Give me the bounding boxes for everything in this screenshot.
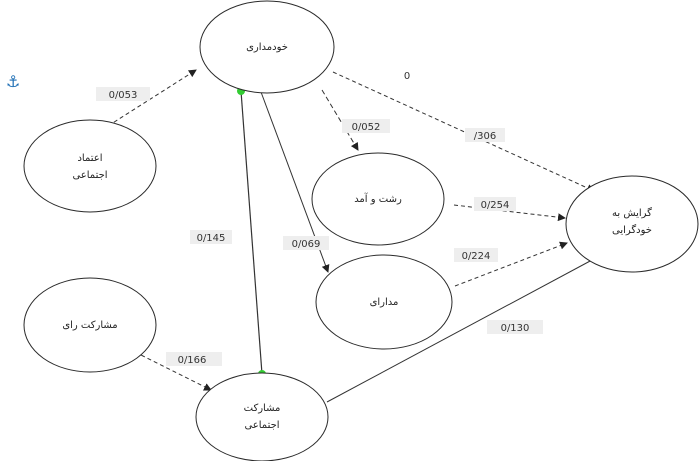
svg-text:0/145: 0/145	[197, 233, 226, 244]
edge-label-trust-to-self: 0/053	[96, 87, 150, 101]
node-label: خودگرایی	[612, 224, 652, 236]
svg-text:/306: /306	[474, 131, 496, 142]
node-label: رشت و آمد	[354, 192, 402, 205]
edge-label-self-to-tendency-zero: 0	[404, 71, 410, 82]
edge-label-smallpart-to-participation: 0/166	[166, 352, 222, 366]
edge-label-self-to-tendency: /306	[465, 128, 505, 142]
node-label: مدارای	[370, 297, 399, 308]
node-label: خودمداری	[246, 42, 288, 53]
node-label: اجتماعی	[244, 420, 279, 431]
node-label: گرایش به	[612, 207, 652, 219]
edge-trust-to-self	[107, 69, 197, 127]
node-label: مشارکت رای	[62, 320, 117, 331]
edge-self-to-tendency	[332, 71, 595, 192]
edge-income-to-tendency	[453, 204, 566, 222]
node-label: مشارکت	[244, 403, 281, 414]
svg-text:0/069: 0/069	[292, 239, 321, 250]
node-social-participation[interactable]: مشارکت اجتماعی	[195, 372, 329, 461]
edge-tolerance-to-tendency	[454, 241, 568, 287]
node-tolerance[interactable]: مدارای	[315, 254, 453, 350]
svg-text:0/254: 0/254	[481, 200, 510, 211]
edge-label-self-to-tolerance: 0/069	[283, 236, 329, 250]
edge-smallpart-to-participation	[134, 351, 212, 391]
node-social-participation-small[interactable]: مشارکت رای	[23, 277, 157, 373]
anchor-icon[interactable]: ⚓	[6, 72, 21, 91]
svg-text:0/130: 0/130	[501, 323, 530, 334]
node-income[interactable]: رشت و آمد	[311, 152, 445, 246]
edge-participation-to-tendency	[326, 259, 593, 403]
node-self-control[interactable]: خودمداری	[199, 0, 335, 94]
node-label: اعتماد	[77, 153, 102, 164]
svg-text:0/053: 0/053	[109, 90, 138, 101]
edge-label-tolerance-to-tendency: 0/224	[454, 248, 498, 262]
svg-text:0/166: 0/166	[178, 355, 207, 366]
edge-self-to-income	[321, 89, 359, 151]
edge-label-income-to-tendency: 0/254	[474, 197, 516, 211]
svg-text:0/224: 0/224	[462, 251, 491, 262]
edge-label-self-to-income: 0/052	[342, 119, 390, 133]
edge-self-to-participation	[240, 90, 263, 375]
node-individualism-tendency[interactable]: گرایش به خودگرایی	[565, 175, 699, 273]
svg-text:0/052: 0/052	[352, 122, 381, 133]
node-label: اجتماعی	[72, 170, 107, 181]
edge-label-self-to-participation: 0/145	[190, 230, 232, 244]
node-social-trust[interactable]: اعتماد اجتماعی	[23, 119, 157, 213]
edge-label-participation-to-tendency: 0/130	[487, 320, 543, 334]
